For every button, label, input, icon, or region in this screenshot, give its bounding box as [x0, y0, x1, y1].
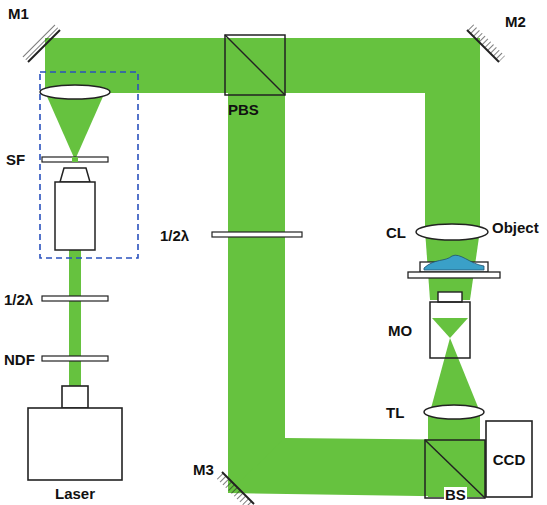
part-label: NDF	[4, 352, 35, 367]
ccd-camera: CCD	[485, 420, 539, 498]
part-label: BS	[444, 487, 467, 502]
laser-source: Laser	[22, 384, 130, 503]
part-label: 1/2λ	[160, 228, 189, 243]
part-label: M3	[193, 462, 214, 477]
part-label: M2	[505, 14, 526, 29]
part-label: PBS	[228, 102, 259, 117]
part-label: MO	[388, 323, 412, 338]
node-label: CCD	[493, 452, 526, 467]
part-label: CL	[386, 225, 406, 240]
part-label: TL	[386, 405, 404, 420]
part-label: Object	[492, 220, 539, 235]
part-label: M1	[8, 6, 29, 21]
part-label: 1/2λ	[4, 292, 33, 307]
node-label: Laser	[55, 486, 95, 501]
part-label: SF	[6, 152, 25, 167]
